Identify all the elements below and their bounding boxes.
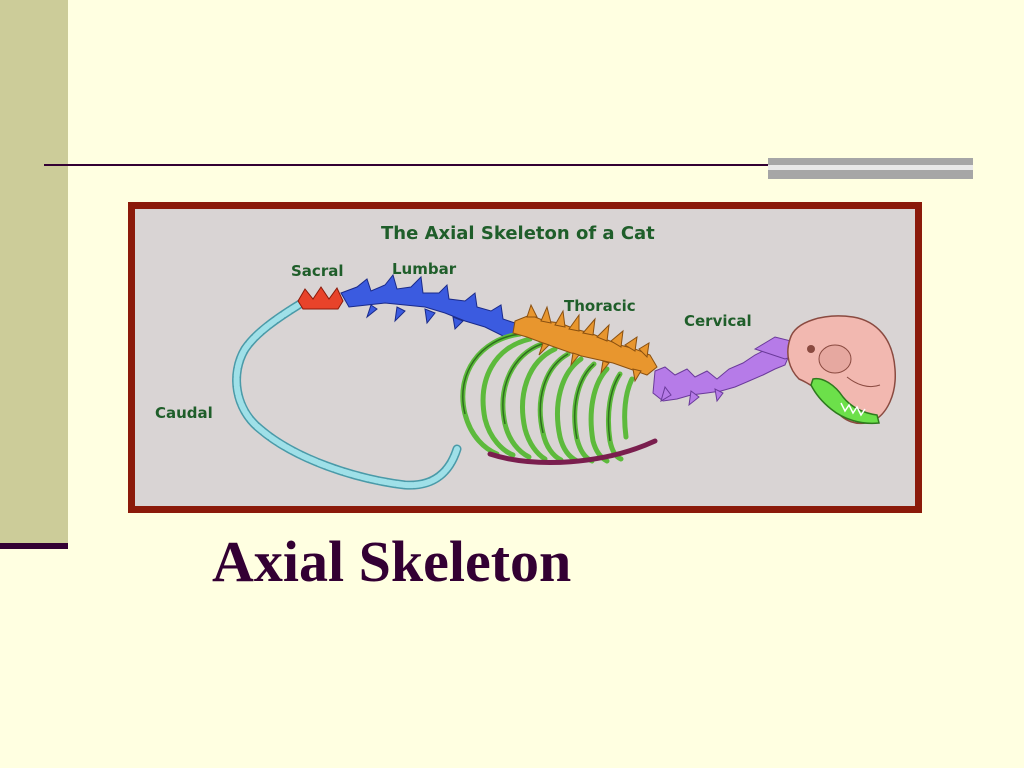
left-accent-bar — [0, 543, 68, 549]
cervical-vertebrae — [652, 336, 798, 407]
label-caudal: Caudal — [155, 404, 213, 422]
rib-cage-dark — [462, 333, 621, 442]
lumbar-vertebrae — [340, 273, 520, 338]
label-lumbar: Lumbar — [392, 260, 457, 278]
figure-title: The Axial Skeleton of a Cat — [381, 223, 655, 244]
left-accent-band — [0, 0, 68, 548]
jaw — [810, 377, 880, 425]
title-rule-block — [768, 158, 973, 180]
thoracic-vertebrae — [512, 303, 658, 383]
slide-title: Axial Skeleton — [212, 529, 572, 594]
sacral-vertebrae — [297, 286, 344, 310]
label-thoracic: Thoracic — [564, 297, 636, 315]
skeleton-figure-frame: The Axial Skeleton of a Cat Sacral Lumba… — [128, 202, 922, 513]
cat-skeleton-drawing — [232, 273, 896, 490]
label-cervical: Cervical — [684, 312, 752, 330]
sternum — [487, 438, 658, 466]
caudal-vertebrae — [232, 296, 462, 490]
skeleton-figure: The Axial Skeleton of a Cat Sacral Lumba… — [135, 209, 915, 506]
title-rule-line — [44, 164, 774, 166]
label-sacral: Sacral — [291, 262, 344, 280]
